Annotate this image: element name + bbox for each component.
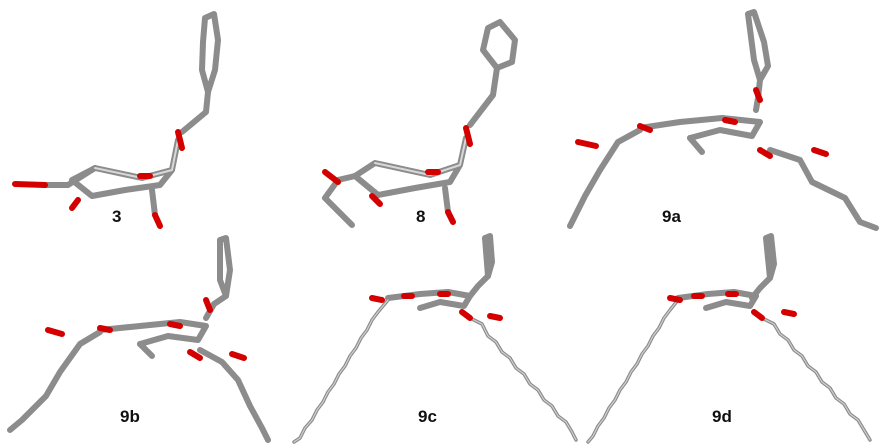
structure-9d-right-chain: [760, 316, 872, 442]
structure-9b-left-chain: [7, 329, 103, 433]
structure-9a-ring: [637, 115, 763, 155]
structure-9d-left-chain: [586, 298, 680, 444]
structure-9c-right-chain: [468, 316, 578, 442]
structure-9a-oxygens: [575, 87, 829, 159]
structure-8-oxygens: [322, 125, 473, 225]
structure-9d-ring: [675, 289, 759, 311]
structure-9c-label: 9c: [418, 407, 437, 426]
structure-9c: 9c: [292, 233, 578, 444]
structure-9b-benzyl: [203, 235, 233, 321]
structure-9d: 9d: [586, 233, 872, 444]
structure-8-label: 8: [416, 207, 425, 226]
structure-9b: 9b: [7, 235, 271, 443]
structure-9b-ring: [97, 319, 209, 359]
structure-9b-oxygens: [45, 297, 247, 361]
structure-8-ring: [322, 135, 469, 228]
structure-9c-left-chain: [292, 298, 390, 444]
structure-3-label: 3: [112, 207, 121, 226]
structure-9a-label: 9a: [662, 207, 681, 226]
structure-9b-right-chain: [197, 347, 271, 443]
structure-9a-right-chain: [767, 147, 879, 231]
structure-9b-label: 9b: [120, 407, 140, 426]
structure-9d-benzyl: [749, 233, 777, 301]
structure-8: 8: [322, 19, 518, 228]
structure-9c-ring: [385, 289, 473, 311]
structure-9c-oxygens: [369, 291, 503, 321]
structure-9a: 9a: [567, 9, 879, 231]
structure-9c-benzyl: [467, 233, 495, 299]
structure-3-benzyl: [179, 11, 221, 135]
structure-3: 3: [12, 11, 221, 229]
structure-3-oxygens: [12, 129, 185, 229]
structure-9a-left-chain: [567, 127, 643, 229]
structure-9d-oxygens: [667, 291, 797, 321]
structure-8-benzyl: [467, 19, 518, 128]
structure-9d-label: 9d: [712, 407, 732, 426]
structure-3-ring: [42, 137, 181, 218]
